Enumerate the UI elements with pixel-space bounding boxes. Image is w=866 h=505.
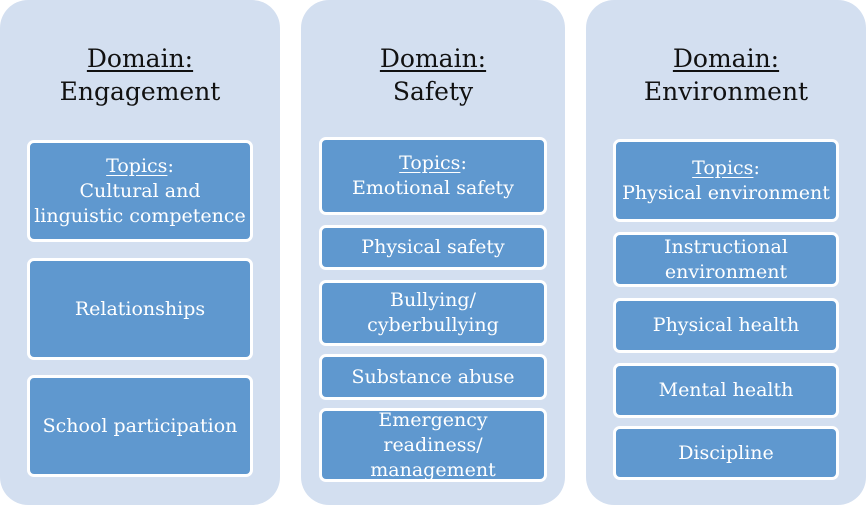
domain-panel-engagement: Domain: Engagement Topics: Cultural and … [0, 0, 280, 505]
topics-label: Topics [106, 154, 168, 177]
domain-panel-safety: Domain: Safety Topics: Emotional safety … [301, 0, 565, 505]
domain-heading: Domain: Environment [586, 42, 866, 108]
topic-box: Topics: Emotional safety [319, 137, 547, 215]
topic-box: Emergency readiness/ management [319, 408, 547, 482]
topics-colon: : [753, 156, 760, 179]
domain-label: Domain: [379, 44, 487, 73]
domain-label: Domain: [672, 44, 780, 73]
topics-header: Topics: [692, 156, 760, 181]
domain-name: Environment [643, 77, 809, 106]
topics-colon: : [460, 152, 467, 174]
topic-box: Relationships [27, 258, 253, 360]
topics-label: Topics [399, 152, 461, 174]
topic-box: Discipline [613, 426, 839, 480]
domain-label: Domain: [86, 44, 194, 73]
topic-box: Physical safety [319, 225, 547, 270]
topic-box: Mental health [613, 363, 839, 418]
topic-box: Physical health [613, 298, 839, 353]
topics-label: Topics [692, 156, 754, 179]
domain-name: Safety [392, 77, 474, 106]
topics-colon: : [167, 154, 174, 177]
topic-text: Cultural and linguistic competence [34, 179, 246, 227]
topic-box: Topics: Cultural and linguistic competen… [27, 140, 253, 242]
topic-box: School participation [27, 375, 253, 477]
topic-box: Instructional environment [613, 232, 839, 287]
topic-box: Substance abuse [319, 354, 547, 400]
domain-name: Engagement [59, 77, 221, 106]
topic-box: Bullying/ cyberbullying [319, 280, 547, 346]
domain-heading: Domain: Safety [301, 42, 565, 108]
topics-header: Topics: [106, 154, 174, 179]
topic-text: Emotional safety [352, 177, 514, 199]
topic-box: Topics: Physical environment [613, 139, 839, 222]
domain-heading: Domain: Engagement [0, 42, 280, 108]
topics-header: Topics: [399, 151, 467, 176]
topic-text: Physical environment [622, 181, 830, 204]
domain-panel-environment: Domain: Environment Topics: Physical env… [586, 0, 866, 505]
